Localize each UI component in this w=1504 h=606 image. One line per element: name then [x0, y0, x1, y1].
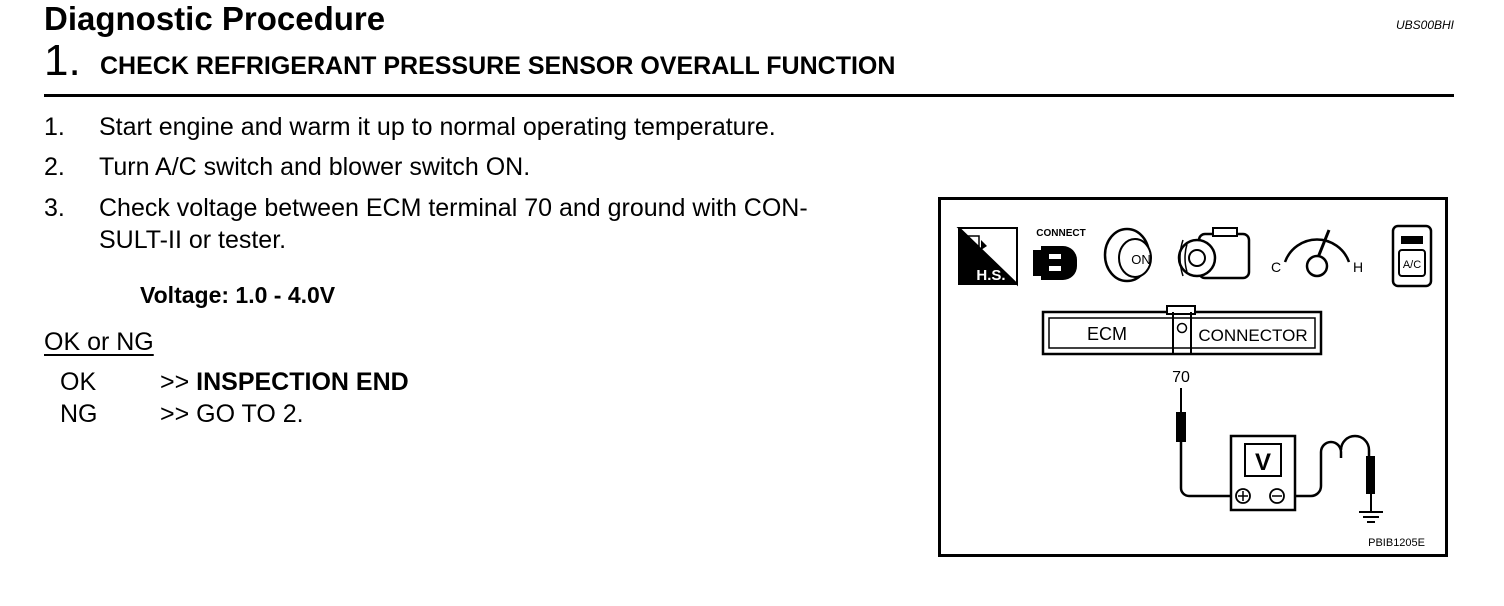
ignition-label: ON: [1131, 252, 1151, 267]
ignition-on-icon: ON: [1103, 227, 1152, 283]
instruction-number: 3.: [44, 194, 65, 222]
instruction-number: 2.: [44, 153, 65, 181]
connect-icon: CONNECT: [1033, 228, 1086, 280]
voltage-spec: Voltage: 1.0 - 4.0V: [140, 282, 336, 308]
page-title: Diagnostic Procedure: [44, 0, 386, 37]
terminal-label: 70: [1172, 369, 1190, 386]
ac-switch-icon: A/C: [1391, 224, 1433, 288]
ground-symbol-icon: [1359, 511, 1383, 523]
figure-code: PBIB1205E: [1368, 537, 1425, 549]
instruction-text: Check voltage between ECM terminal 70 an…: [99, 194, 808, 222]
engine-running-icon: [1177, 227, 1251, 280]
voltmeter-icon: V: [1229, 434, 1297, 512]
ac-label: A/C: [1403, 259, 1421, 271]
result-heading: OK or NG: [44, 328, 154, 356]
ok-result: >> INSPECTION END: [160, 367, 409, 398]
gauge-h-label: H: [1353, 259, 1363, 275]
hs-icon: H.S.: [956, 227, 1018, 287]
gauge-c-label: C: [1271, 259, 1281, 275]
temperature-gauge-icon: C H: [1271, 229, 1363, 278]
test-probes: [1176, 388, 1375, 512]
instruction-text-continued: SULT-II or tester.: [99, 226, 287, 254]
ng-result: >> GO TO 2.: [160, 400, 304, 428]
inspection-diagram: H.S. CONNECT ON C: [938, 197, 1448, 557]
header-divider: [44, 94, 1454, 97]
ok-arrow: >>: [160, 368, 190, 396]
ecm-connector: ECM CONNECTOR: [1041, 305, 1323, 356]
ok-result-text: INSPECTION END: [196, 368, 409, 396]
ok-code: OK: [60, 368, 97, 396]
connector-label: CONNECTOR: [1198, 326, 1307, 345]
meter-label: V: [1255, 449, 1271, 476]
instruction-text: Turn A/C switch and blower switch ON.: [99, 153, 531, 181]
step-title: CHECK REFRIGERANT PRESSURE SENSOR OVERAL…: [100, 52, 896, 80]
diagram-canvas: H.S. CONNECT ON C: [956, 224, 1433, 549]
ecm-label: ECM: [1087, 324, 1127, 344]
ng-code: NG: [60, 400, 98, 428]
instruction-number: 1.: [44, 113, 65, 141]
document-code: UBS00BHI: [1395, 18, 1454, 32]
connect-label: CONNECT: [1036, 228, 1085, 239]
hs-label: H.S.: [976, 267, 1005, 284]
instruction-text: Start engine and warm it up to normal op…: [99, 113, 776, 141]
step-number: 1.: [44, 36, 81, 85]
